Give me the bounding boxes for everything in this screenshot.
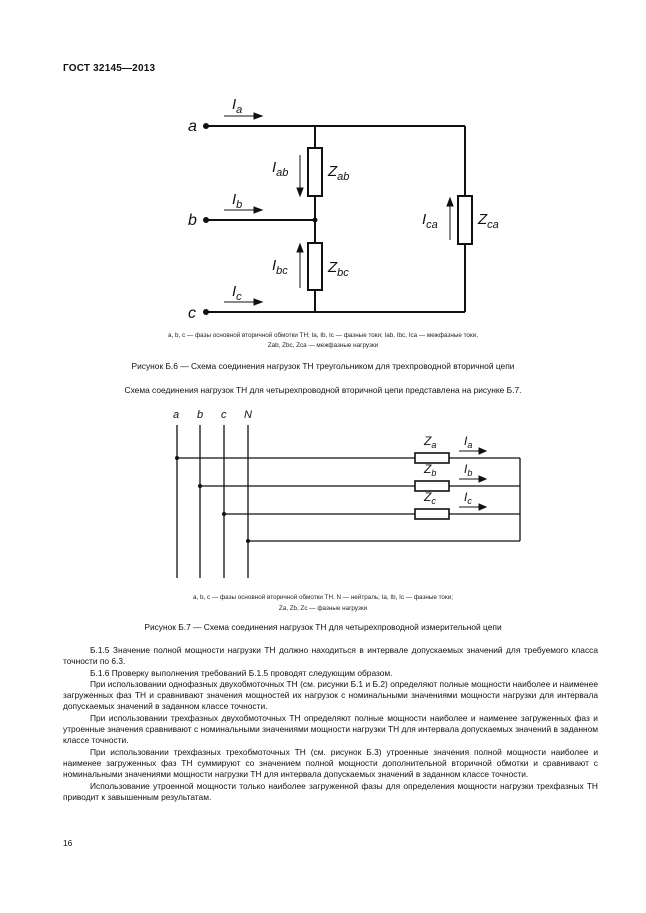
label-a: a bbox=[188, 118, 197, 135]
terminal-b bbox=[203, 217, 209, 223]
resistor-zb bbox=[414, 480, 450, 492]
figure-b6-legend-line2: Zab, Zbc, Zca — межфазные нагрузки bbox=[267, 342, 379, 349]
node-b bbox=[312, 217, 318, 223]
label-b: b bbox=[188, 212, 197, 229]
terminal-a bbox=[203, 123, 209, 129]
figure-b6-caption: Рисунок Б.6 — Схема соединения нагрузок … bbox=[131, 361, 515, 371]
paragraph: При использовании однофазных двухобмоточ… bbox=[63, 678, 598, 712]
figure-b6-diagram: a b c Ia Ib Ic Iab Ibc Ica Zab Zbc Zca bbox=[188, 96, 499, 322]
resistor-za bbox=[414, 452, 450, 464]
svg-text:Za: Za bbox=[423, 434, 436, 450]
figure-b6-legend-line1: a, b, c — фазы основной вторичной обмотк… bbox=[168, 332, 478, 339]
svg-text:Ib: Ib bbox=[232, 191, 242, 211]
resistor-zab bbox=[307, 147, 323, 197]
paragraph: Б.1.5 Значение полной мощности нагрузки … bbox=[63, 645, 598, 667]
figure-b7-legend-line1: a, b, c — фазы основной вторичной обмотк… bbox=[193, 594, 453, 601]
resistor-zc bbox=[414, 508, 450, 520]
document-header: ГОСТ 32145—2013 bbox=[63, 63, 156, 74]
resistor-zbc bbox=[307, 242, 323, 291]
paragraph: Использование утроенной мощности только … bbox=[63, 780, 598, 802]
figure-b7-legend-line2: Za, Zb, Zc — фазные нагрузки bbox=[278, 605, 368, 612]
terminal-c bbox=[203, 309, 209, 315]
label-n: N bbox=[244, 409, 252, 421]
svg-text:Iab: Iab bbox=[272, 159, 288, 179]
body-text: Б.1.5 Значение полной мощности нагрузки … bbox=[63, 645, 598, 803]
svg-text:Ic: Ic bbox=[232, 283, 242, 303]
svg-text:Ica: Ica bbox=[422, 211, 438, 231]
svg-text:Ia: Ia bbox=[464, 434, 472, 450]
label-c: c bbox=[188, 305, 196, 322]
svg-text:Zb: Zb bbox=[423, 462, 436, 478]
svg-text:Zc: Zc bbox=[423, 490, 436, 506]
page-number: 16 bbox=[63, 838, 73, 848]
svg-text:Ic: Ic bbox=[464, 490, 472, 506]
resistor-zca bbox=[457, 195, 473, 245]
svg-text:Zab: Zab bbox=[327, 163, 349, 183]
svg-text:Zbc: Zbc bbox=[327, 259, 349, 279]
figure-b7-caption: Рисунок Б.7 — Схема соединения нагрузок … bbox=[144, 622, 502, 632]
svg-text:Ib: Ib bbox=[464, 462, 472, 478]
svg-text:Ibc: Ibc bbox=[272, 257, 288, 277]
label-b: b bbox=[197, 409, 203, 421]
svg-text:Zca: Zca bbox=[477, 211, 499, 231]
intro-text: Схема соединения нагрузок ТН для четырех… bbox=[124, 385, 522, 395]
figure-b7-diagram: a b c N Za Zb Zc Ia Ib Ic bbox=[173, 409, 521, 578]
paragraph: Б.1.6 Проверку выполнения требований Б.1… bbox=[90, 667, 393, 678]
paragraph: При использовании трехфазных двухобмоточ… bbox=[63, 712, 598, 746]
label-c: c bbox=[221, 409, 227, 421]
paragraph: При использовании трехфазных трехобмоточ… bbox=[63, 746, 598, 780]
label-a: a bbox=[173, 409, 179, 421]
svg-text:Ia: Ia bbox=[232, 96, 242, 116]
